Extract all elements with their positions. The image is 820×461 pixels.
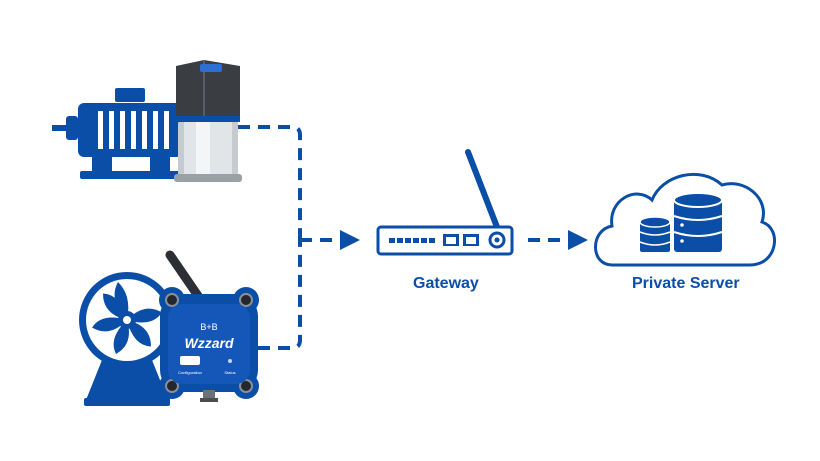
fan-to-gateway-line [258, 240, 302, 350]
arrow-to-server [568, 230, 588, 250]
wzzard-node-icon: B+B Wzzard Configuration Status [159, 250, 259, 402]
arrow-to-gateway [340, 230, 360, 250]
gateway-label: Gateway [413, 275, 479, 292]
wzzard-status-label: Status [224, 370, 235, 375]
private-server-label: Private Server [632, 275, 740, 292]
cloud-database-icon [594, 172, 776, 267]
wzzard-product-name: Wzzard [185, 335, 234, 351]
router-icon [376, 149, 514, 256]
fan-icon [79, 272, 175, 406]
connectors [238, 125, 568, 350]
large-database-icon [673, 192, 723, 252]
small-database-icon [639, 216, 671, 252]
vibration-sensor-icon [174, 60, 242, 182]
wzzard-brand: B+B [200, 322, 217, 332]
motor-to-gateway-line [238, 125, 302, 240]
wzzard-config-button [180, 356, 200, 365]
electric-motor-icon [52, 88, 182, 179]
wzzard-status-led [228, 359, 232, 363]
wzzard-config-label: Configuration [178, 370, 202, 375]
